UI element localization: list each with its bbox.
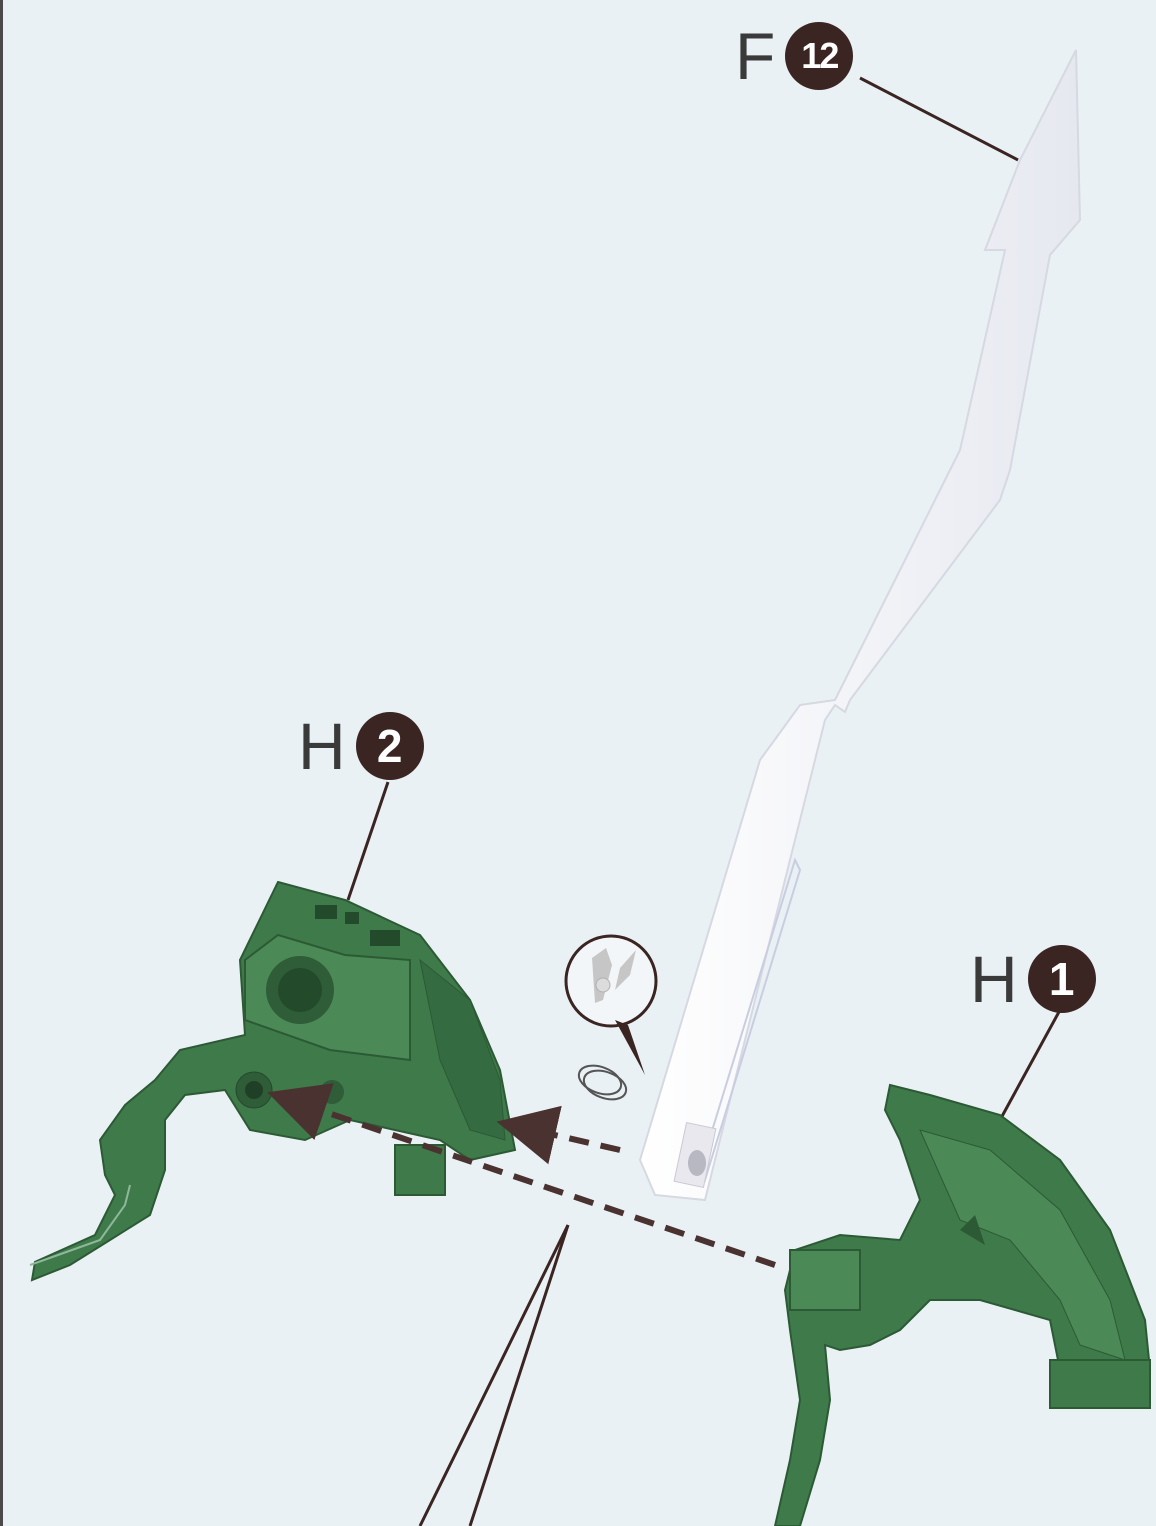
label-h2: H 2 xyxy=(298,712,424,780)
label-f12-letter: F xyxy=(735,23,775,89)
polycap-ring-icon xyxy=(575,1060,630,1104)
label-h1: H 1 xyxy=(970,945,1096,1013)
green-part-h2 xyxy=(30,882,515,1280)
runner-pointer-line-b xyxy=(470,1225,568,1526)
label-f12: F 12 xyxy=(735,22,853,90)
label-h2-number: 2 xyxy=(356,712,424,780)
label-h1-letter: H xyxy=(970,946,1018,1012)
assembly-arrow-blade-to-h2 xyxy=(520,1127,620,1150)
green-part-h1 xyxy=(775,1085,1150,1526)
leader-line-h1 xyxy=(1000,1010,1060,1120)
blade-part-f12 xyxy=(640,50,1080,1200)
label-h1-number: 1 xyxy=(1028,945,1096,1013)
runner-pointer-line-a xyxy=(420,1225,568,1526)
leader-line-h2 xyxy=(348,782,388,900)
label-h2-letter: H xyxy=(298,713,346,779)
leader-line-f12 xyxy=(860,78,1018,160)
label-f12-number: 12 xyxy=(785,22,853,90)
nipper-cut-icon xyxy=(566,936,656,1075)
